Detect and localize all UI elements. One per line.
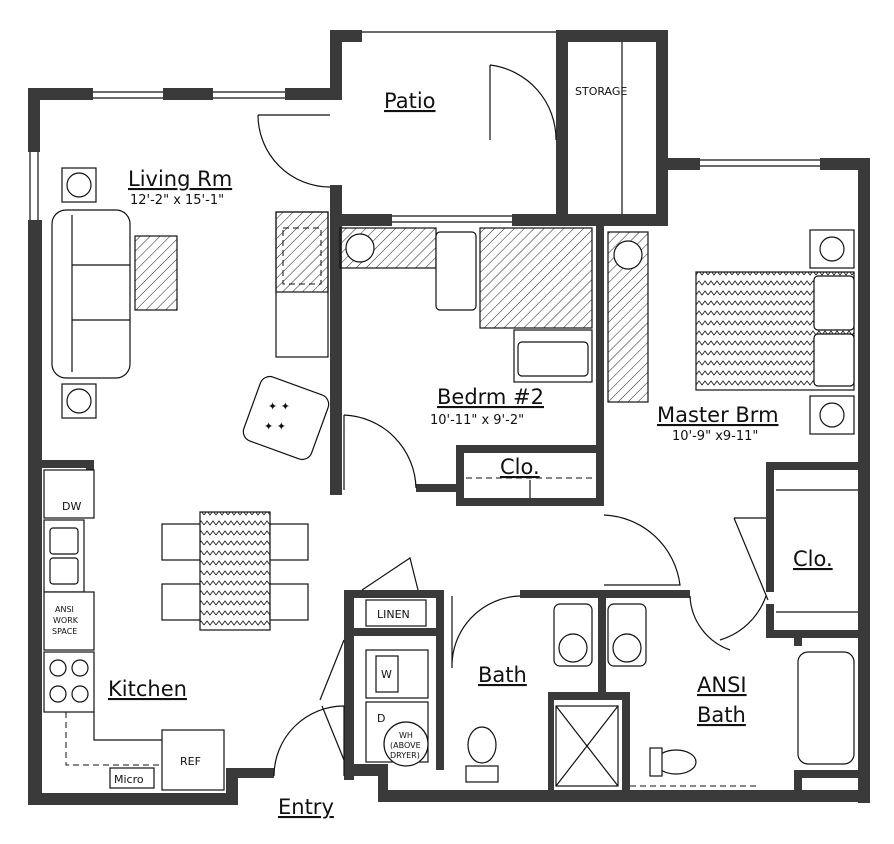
room-labels: Living Rm 12'-2" x 15'-1" Patio STORAGE …: [108, 85, 833, 819]
entry-label: Entry: [278, 795, 334, 819]
closet-bed2-label: Clo.: [500, 455, 540, 479]
bedroom2-furniture: [339, 227, 593, 383]
work-space-label-1: ANSI: [55, 605, 74, 614]
patio-label: Patio: [384, 89, 436, 113]
dining-furniture: [161, 511, 309, 631]
exterior-walls: [28, 30, 870, 805]
living-room-furniture: ✦ ✦ ✦ ✦: [51, 167, 330, 461]
laundry-fixtures: [365, 599, 429, 767]
water-heater-label-3: DRYER): [390, 751, 420, 760]
closet-shelves: [466, 477, 858, 613]
ansi-bath-label-line2: Bath: [697, 703, 746, 727]
bedroom2-label: Bedrm #2: [437, 385, 544, 409]
interior-walls: [42, 226, 870, 792]
work-space-label-3: SPACE: [52, 627, 77, 636]
kitchen-label: Kitchen: [108, 677, 187, 701]
bedroom2-dims: 10'-11" x 9'-2": [430, 413, 524, 428]
refrigerator-label: REF: [180, 755, 201, 768]
dishwasher-label: DW: [62, 500, 81, 513]
master-bedroom-label: Master Brm: [657, 403, 779, 427]
water-heater-label-2: (ABOVE: [390, 741, 421, 750]
bath-fixtures: [465, 603, 855, 787]
doors: [257, 42, 769, 777]
water-heater-label-1: WH: [399, 731, 413, 740]
closet-master-label: Clo.: [793, 547, 833, 571]
fixture-labels: DW ANSI WORK SPACE REF Micro W D WH (ABO…: [52, 500, 421, 786]
work-space-label-2: WORK: [53, 616, 79, 625]
storage-label: STORAGE: [575, 85, 627, 98]
linen-label: LINEN: [377, 608, 410, 621]
windows: [29, 31, 820, 223]
microwave-label: Micro: [114, 773, 144, 786]
master-furniture: [607, 229, 855, 435]
svg-text:✦ ✦: ✦ ✦: [268, 400, 290, 413]
dryer-label: D: [377, 712, 385, 725]
kitchen-fixtures: [43, 469, 225, 791]
master-bedroom-dims: 10'-9" x9-11": [672, 429, 758, 444]
living-room-label: Living Rm: [128, 167, 232, 191]
washer-label: W: [381, 668, 392, 681]
living-room-dims: 12'-2" x 15'-1": [130, 193, 224, 208]
ansi-bath-label-line1: ANSI: [697, 673, 747, 697]
bath-label: Bath: [478, 663, 527, 687]
svg-text:✦ ✦: ✦ ✦: [264, 420, 286, 433]
